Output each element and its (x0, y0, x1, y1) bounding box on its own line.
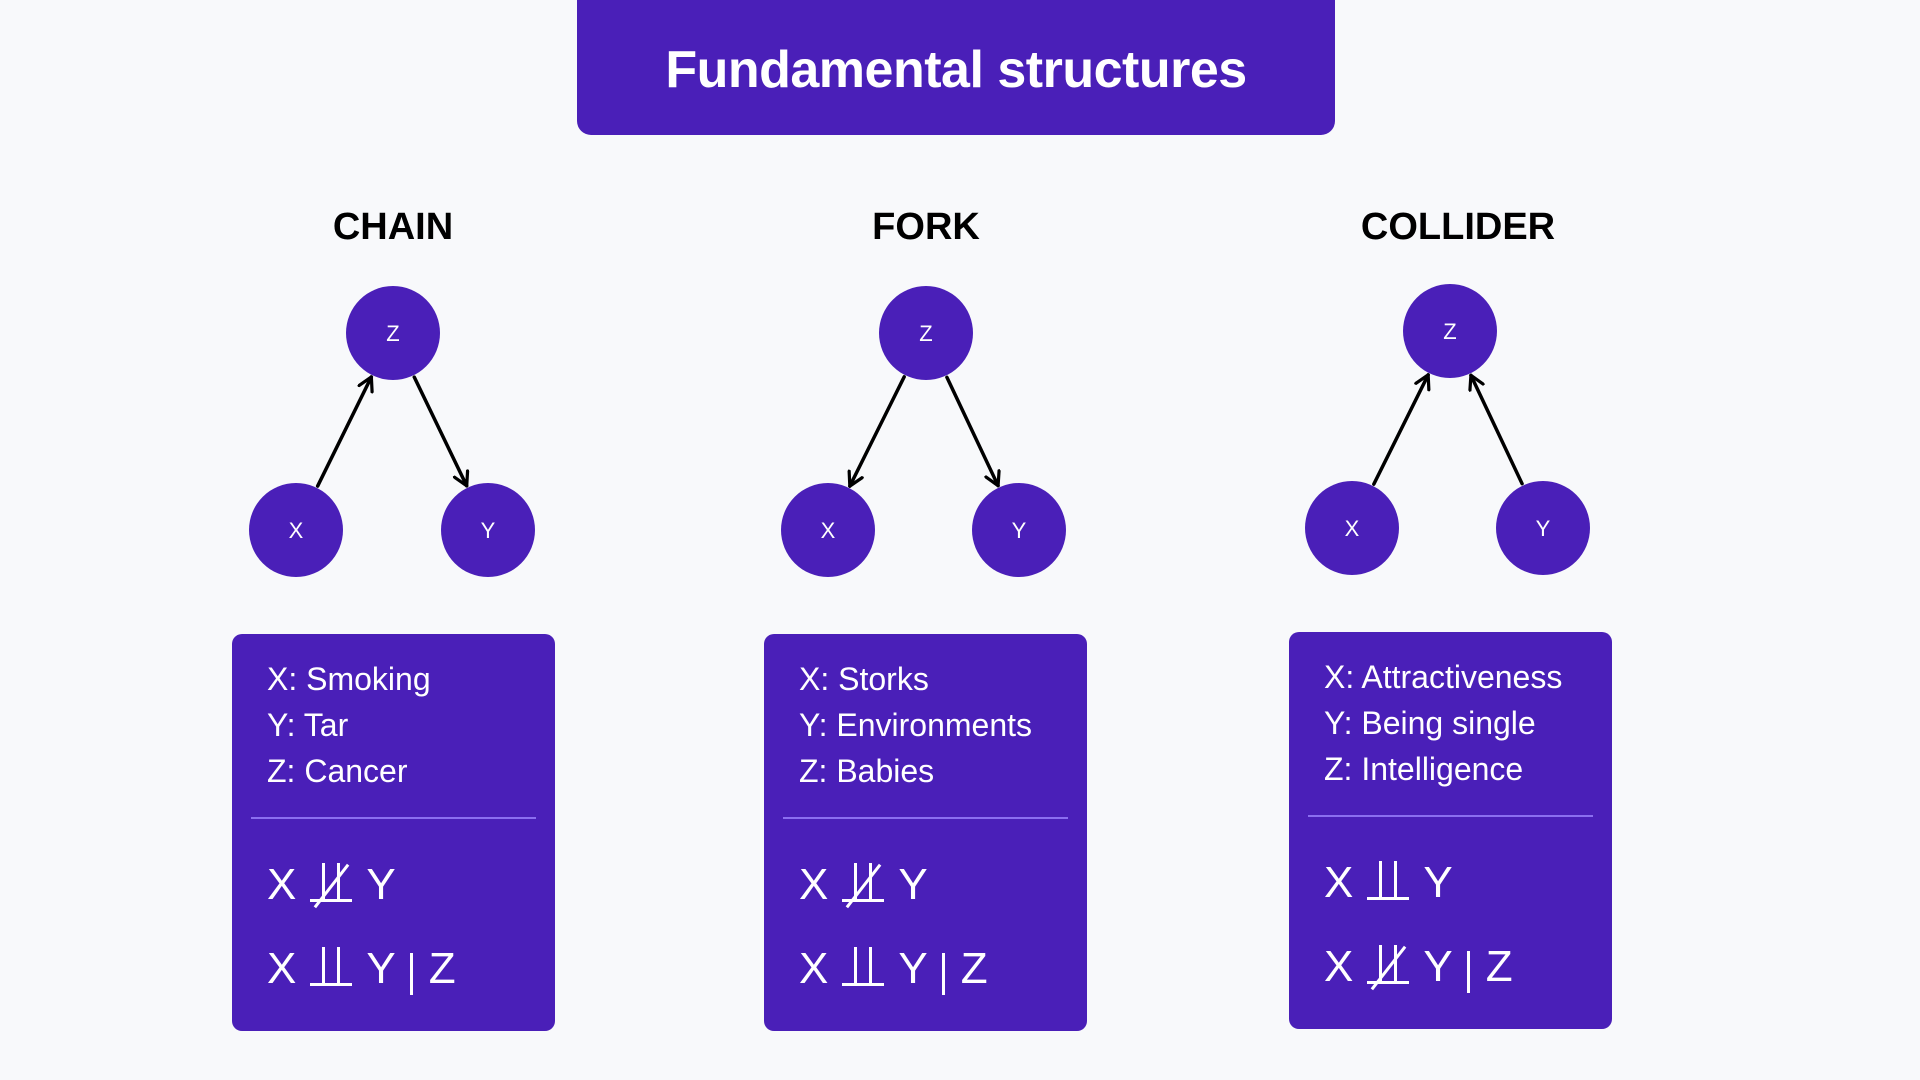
symbol-stroke (310, 983, 353, 986)
structure-title-fork: FORK (872, 206, 980, 248)
symbol-stroke (322, 863, 326, 901)
symbol-stroke (842, 899, 885, 902)
variable-x: X: Attractiveness (1324, 659, 1563, 695)
formula-left: X (1324, 858, 1354, 907)
node-y (441, 483, 535, 577)
not-independent-icon (310, 861, 353, 909)
node-label-y: Y (1536, 516, 1551, 541)
variable-list: X: Storks Y: Environments Z: Babies (799, 656, 1032, 794)
variable-z: Z: Intelligence (1324, 751, 1524, 787)
collider-panel: X: Attractiveness Y: Being single Z: Int… (1289, 632, 1612, 1029)
symbol-stroke (337, 863, 341, 901)
variable-z: Z: Cancer (267, 753, 408, 789)
structure-title-chain: CHAIN (332, 206, 454, 248)
page-title: Fundamental structures (665, 40, 1247, 99)
formula-right: Y (898, 944, 928, 993)
symbol-stroke (337, 947, 341, 985)
arrow-x-to-z (315, 375, 372, 488)
node-label-z: Z (1443, 319, 1456, 344)
fork-graph: Z X Y (781, 286, 1066, 577)
symbol-stroke (1379, 861, 1383, 899)
formula-right: Y (898, 860, 928, 909)
variable-y: Y: Being single (1324, 705, 1536, 741)
arrow-x-to-z (1372, 373, 1428, 486)
not-independent-icon (1367, 943, 1410, 991)
formula-left: X (799, 860, 829, 909)
node-label-z: Z (919, 321, 932, 346)
formula-right: Y (1423, 858, 1453, 907)
symbol-stroke (869, 947, 873, 985)
variable-x: X: Storks (799, 661, 929, 697)
node-z (1403, 284, 1497, 378)
not-independent-icon (842, 861, 885, 909)
independence-icon (310, 945, 353, 989)
formula-condition: Z (960, 944, 988, 993)
structure-title-collider: COLLIDER (1360, 206, 1556, 248)
variable-y: Y: Tar (267, 707, 349, 743)
symbol-stroke (1394, 861, 1398, 899)
variable-list: X: Smoking Y: Tar Z: Cancer (267, 656, 431, 794)
node-label-x: X (289, 518, 304, 543)
formula-left: X (1324, 942, 1354, 991)
independence-icon (842, 945, 885, 989)
variable-x: X: Smoking (267, 661, 431, 697)
given-bar (1466, 951, 1470, 993)
formula-left: X (267, 860, 297, 909)
symbol-stroke (1367, 981, 1410, 984)
formula-left: X (267, 944, 297, 993)
given-bar (941, 953, 945, 995)
symbol-stroke (1379, 945, 1383, 983)
node-x (781, 483, 875, 577)
title-banner: Fundamental structures (577, 0, 1335, 135)
symbol-stroke (1394, 945, 1398, 983)
collider-graph: Z X Y (1305, 284, 1590, 575)
arrow-z-to-y (412, 375, 466, 488)
node-label-x: X (821, 518, 836, 543)
arrow-z-to-y (945, 375, 998, 488)
arrow-y-to-z (1471, 373, 1524, 486)
node-z (346, 286, 440, 380)
divider (251, 817, 536, 819)
given-bar (409, 953, 413, 995)
node-x (249, 483, 343, 577)
formula-left: X (799, 944, 829, 993)
symbol-stroke (310, 899, 353, 902)
formula-right: Y (1423, 942, 1453, 991)
variable-list: X: Attractiveness Y: Being single Z: Int… (1324, 654, 1562, 792)
variable-y: Y: Environments (799, 707, 1032, 743)
node-label-y: Y (481, 518, 496, 543)
divider (1308, 815, 1593, 817)
symbol-stroke (842, 983, 885, 986)
formula-right: Y (366, 860, 396, 909)
symbol-stroke (869, 863, 873, 901)
node-x (1305, 481, 1399, 575)
symbol-stroke (854, 947, 858, 985)
divider (783, 817, 1068, 819)
formula-condition: Z (428, 944, 456, 993)
arrow-z-to-x (850, 375, 906, 488)
variable-z: Z: Babies (799, 753, 935, 789)
node-label-x: X (1345, 516, 1360, 541)
symbol-stroke (322, 947, 326, 985)
node-z (879, 286, 973, 380)
formula-condition: Z (1485, 942, 1513, 991)
node-y (1496, 481, 1590, 575)
node-y (972, 483, 1066, 577)
formula-right: Y (366, 944, 396, 993)
symbol-stroke (854, 863, 858, 901)
node-label-y: Y (1012, 518, 1027, 543)
symbol-stroke (1367, 897, 1410, 900)
independence-icon (1367, 859, 1410, 903)
chain-graph: Z X Y (249, 286, 535, 577)
node-label-z: Z (386, 321, 399, 346)
